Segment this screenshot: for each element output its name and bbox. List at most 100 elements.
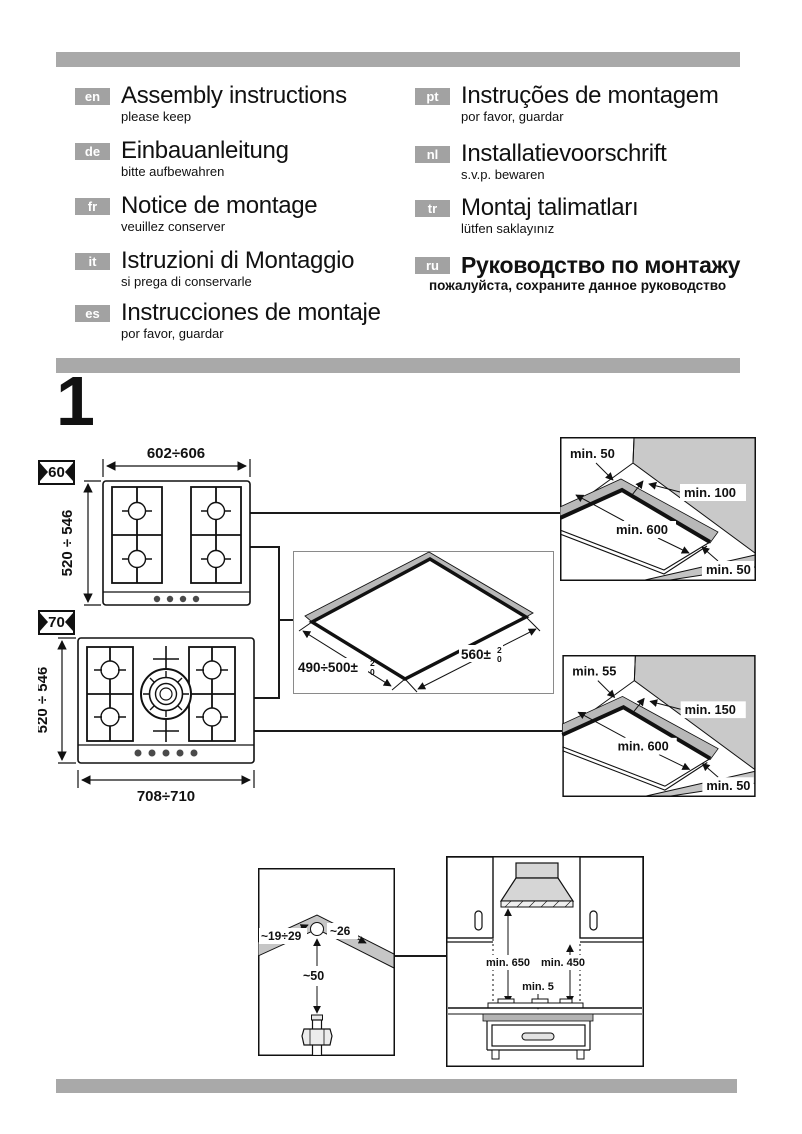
cutout-diagram: 490÷500± 2 0 560± 2 0	[293, 551, 554, 694]
lang-code-badge: de	[75, 143, 110, 160]
pipe-notch	[310, 922, 324, 936]
lang-title: Instruções de montagem	[461, 82, 719, 109]
lang-row-ru: ru Руководство по монтажу пожалуйста, со…	[415, 253, 740, 293]
clearance-front-label: min. 50	[706, 778, 750, 793]
lang-title: Assembly instructions	[121, 82, 347, 109]
cutout-edge-band	[561, 695, 719, 761]
lang-row-it: it Istruzioni di Montaggio si prega di c…	[75, 247, 355, 289]
lang-code-badge: es	[75, 305, 110, 322]
hob-60-diagram: 602÷606 520 ÷ 546	[59, 445, 251, 606]
lang-code-badge: fr	[75, 198, 110, 215]
clearance-front-label: min. 50	[706, 562, 751, 577]
cabinet-handle	[589, 910, 598, 931]
cutout-depth-tol-bottom: 0	[370, 667, 375, 677]
clearance-diagram-bottom: min. 55 min. 150 min. 600 min. 50	[561, 655, 756, 797]
right-cabinet	[579, 856, 644, 939]
lang-row-fr: fr Notice de montage veuillez conserver	[75, 192, 318, 234]
lang-code-badge: tr	[415, 200, 450, 217]
hob60-width-dim: 602÷606	[147, 445, 205, 462]
hood-filter-strip	[500, 900, 574, 908]
hood-clearance-diagram: min. 650 min. 450 min. 5	[446, 856, 644, 1067]
lang-subtitle: si prega di conservarle	[121, 274, 252, 289]
drawer-handle	[521, 1032, 555, 1041]
badge-arrow-right-icon	[40, 613, 48, 631]
pipe-nut	[301, 1028, 333, 1046]
clearance-width-label: min. 600	[616, 522, 668, 537]
lang-row-pt: pt Instruções de montagem por favor, gua…	[415, 84, 719, 124]
lang-row-en: en Assembly instructions please keep	[75, 84, 347, 124]
clearance-width-label: min. 600	[618, 739, 669, 754]
lang-subtitle: veuillez conserver	[121, 219, 226, 234]
lang-row-nl: nl Installatievoorschrift s.v.p. bewaren	[415, 142, 667, 182]
connector-cutout-stub	[278, 619, 294, 621]
connector-vertical	[278, 546, 280, 699]
rear-gap-label: min. 5	[522, 981, 554, 993]
connector-hob60-cutout	[250, 546, 280, 548]
badge-arrow-left-icon	[65, 613, 73, 631]
clearance-diagram-top: min. 50 min. 100 min. 600 min. 50	[560, 437, 756, 581]
lang-code-badge: ru	[415, 257, 450, 274]
lang-code-badge: nl	[415, 146, 450, 163]
gas-connection-diagram: ~19÷29 ~26 ~50	[258, 868, 395, 1056]
lang-subtitle: пожалуйста, сохраните данное руководство	[429, 278, 727, 293]
lang-title: Installatievoorschrift	[461, 140, 667, 167]
connector-gas-hood	[395, 955, 446, 957]
clearance-side-label: min. 55	[572, 664, 616, 679]
lang-subtitle: s.v.p. bewaren	[461, 167, 545, 182]
cabinet-leg	[576, 1049, 585, 1060]
hood-duct	[515, 862, 559, 879]
cutout-width-dim: 560±	[461, 647, 492, 662]
hob60-height-dim: 520 ÷ 546	[59, 510, 76, 577]
top-divider-bar	[56, 52, 740, 67]
size-badge-60-label: 60	[48, 464, 65, 481]
lang-row-es: es Instrucciones de montaje por favor, g…	[75, 301, 381, 341]
clearance-rear-label: min. 100	[684, 485, 736, 500]
cutout-depth-dim: 490÷500±	[298, 660, 358, 675]
gas-hole-left-dim: ~19÷29	[261, 929, 302, 943]
step-number: 1	[56, 362, 95, 440]
lang-code-badge: en	[75, 88, 110, 105]
connector-hob60-clearance	[250, 512, 562, 514]
badge-arrow-right-icon	[40, 463, 48, 481]
lang-title: Montaj talimatları	[461, 194, 639, 221]
lang-code-badge: pt	[415, 88, 450, 105]
hob70-height-dim: 520 ÷ 546	[38, 667, 51, 734]
lang-subtitle: por favor, guardar	[121, 326, 224, 341]
lang-title: Notice de montage	[121, 192, 318, 219]
hob-70-diagram: 520 ÷ 546 708÷710	[38, 637, 255, 805]
connector-hob70-cutout	[254, 697, 280, 699]
cabinet-leg	[491, 1049, 500, 1060]
mid-divider-bar	[56, 358, 740, 373]
left-cabinet	[446, 856, 494, 939]
lang-title: Istruzioni di Montaggio	[121, 247, 355, 274]
cutout-edge-band	[560, 478, 719, 544]
connector-hob70-clearance	[254, 730, 562, 732]
cabinet-clearance-label: min. 450	[541, 957, 585, 969]
gas-depth-dim: ~50	[303, 969, 324, 983]
cutout-width-tol-top: 2	[497, 645, 502, 655]
lang-title: Instrucciones de montaje	[121, 299, 381, 326]
size-badge-70: 70	[38, 610, 75, 635]
lang-subtitle: please keep	[121, 109, 192, 124]
wok-flame-ticks	[143, 671, 189, 717]
badge-arrow-left-icon	[65, 463, 73, 481]
cutout-depth-tol-top: 2	[370, 658, 375, 668]
clearance-rear-label: min. 150	[685, 702, 736, 717]
size-badge-60: 60	[38, 460, 75, 485]
lang-code-badge: it	[75, 253, 110, 270]
gas-hole-right-dim: ~26	[330, 924, 351, 938]
lang-title: Руководство по монтажу	[461, 252, 741, 278]
clearance-side-label: min. 50	[570, 446, 615, 461]
lang-row-tr: tr Montaj talimatları lütfen saklayınız	[415, 194, 639, 236]
hood-clearance-label: min. 650	[486, 957, 530, 969]
size-badge-70-label: 70	[48, 614, 65, 631]
lang-subtitle: bitte aufbewahren	[121, 164, 225, 179]
hob70-width-dim: 708÷710	[137, 788, 195, 805]
lang-subtitle: lütfen saklayınız	[461, 221, 555, 236]
lang-subtitle: por favor, guardar	[461, 109, 564, 124]
bottom-divider-bar	[56, 1079, 737, 1093]
cabinet-handle	[474, 910, 483, 931]
cutout-width-tol-bottom: 0	[497, 654, 502, 664]
hob-housing-band	[482, 1013, 594, 1022]
